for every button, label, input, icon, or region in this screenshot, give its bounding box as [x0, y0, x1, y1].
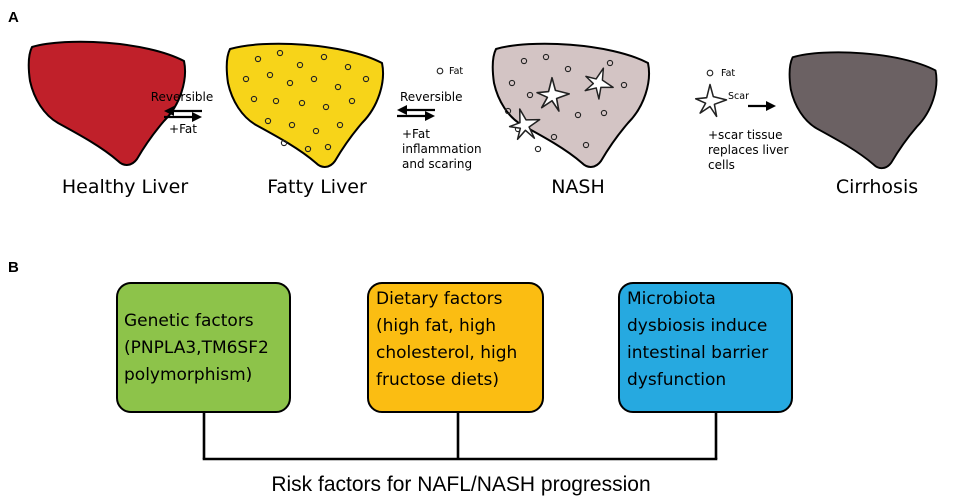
dietary-factors-line-4: fructose diets) — [376, 370, 499, 390]
transition-2-line-3: and scaring — [402, 157, 472, 171]
microbiota-box: Microbiota dysbiosis induce intestinal b… — [618, 282, 793, 413]
fat-droplets-icon — [242, 49, 370, 153]
scar-legend-icon — [694, 83, 728, 118]
transition-fatty-nash: Fat Reversible +Fat inflammation and sca… — [397, 66, 482, 171]
transition-3-fat-legend: Fat — [721, 68, 735, 79]
microbiota-line-1: Microbiota — [627, 289, 716, 309]
transition-3-line-3: cells — [708, 158, 735, 172]
fatty-liver-shape — [225, 42, 385, 168]
genetic-factors-line-3: polymorphism) — [124, 365, 252, 385]
healthy-liver-label: Healthy Liver — [62, 176, 188, 198]
transition-2-line-2: inflammation — [402, 142, 482, 156]
genetic-factors-line-2: (PNPLA3,TM6SF2 — [124, 338, 269, 358]
dietary-factors-line-1: Dietary factors — [376, 289, 503, 309]
fatty-liver — [225, 42, 385, 168]
genetic-factors-box: Genetic factors (PNPLA3,TM6SF2 polymorph… — [116, 282, 291, 413]
transition-3-line-2: replaces liver — [708, 143, 789, 157]
panel-a-letter: A — [8, 9, 19, 26]
dietary-factors-box: Dietary factors (high fat, high choleste… — [367, 282, 544, 413]
microbiota-line-3: intestinal barrier — [627, 343, 768, 363]
cirrhosis-label: Cirrhosis — [836, 176, 918, 198]
reversible-arrow-icon — [397, 105, 435, 121]
transition-2-top-label: Reversible — [400, 90, 463, 104]
cirrhosis-liver-shape — [788, 51, 938, 170]
microbiota-line-2: dysbiosis induce — [627, 316, 767, 336]
dietary-factors-line-3: cholesterol, high — [376, 343, 517, 363]
reversible-arrow-icon — [164, 106, 202, 122]
fat-legend-icon — [706, 69, 714, 77]
fatty-liver-label: Fatty Liver — [267, 176, 367, 198]
microbiota-line-4: dysfunction — [627, 370, 726, 390]
cirrhosis-liver — [788, 51, 938, 170]
genetic-factors-line-1: Genetic factors — [124, 311, 254, 331]
transition-3-scar-legend: Scar — [728, 91, 749, 102]
fat-legend-icon — [436, 67, 444, 75]
nash-liver-shape — [491, 42, 651, 168]
transition-3-line-1: +scar tissue — [708, 128, 783, 142]
transition-1-top-label: Reversible — [151, 90, 214, 104]
dietary-factors-line-2: (high fat, high — [376, 316, 496, 336]
transition-nash-cirrhosis: Fat Scar +scar tissue replaces liver cel… — [694, 68, 789, 172]
risk-factors-caption: Risk factors for NAFL/NASH progression — [271, 473, 650, 496]
transition-healthy-fatty: Reversible +Fat — [151, 90, 214, 136]
fat-droplets-icon — [504, 53, 628, 153]
factor-bracket — [202, 412, 718, 461]
nash-liver — [491, 42, 651, 168]
arrow-right-icon — [748, 101, 776, 111]
transition-1-bottom-label: +Fat — [169, 122, 197, 136]
transition-2-line-1: +Fat — [402, 127, 430, 141]
panel-b-letter: B — [8, 259, 19, 276]
transition-2-fat-legend: Fat — [449, 66, 463, 77]
nash-label: NASH — [551, 176, 605, 198]
